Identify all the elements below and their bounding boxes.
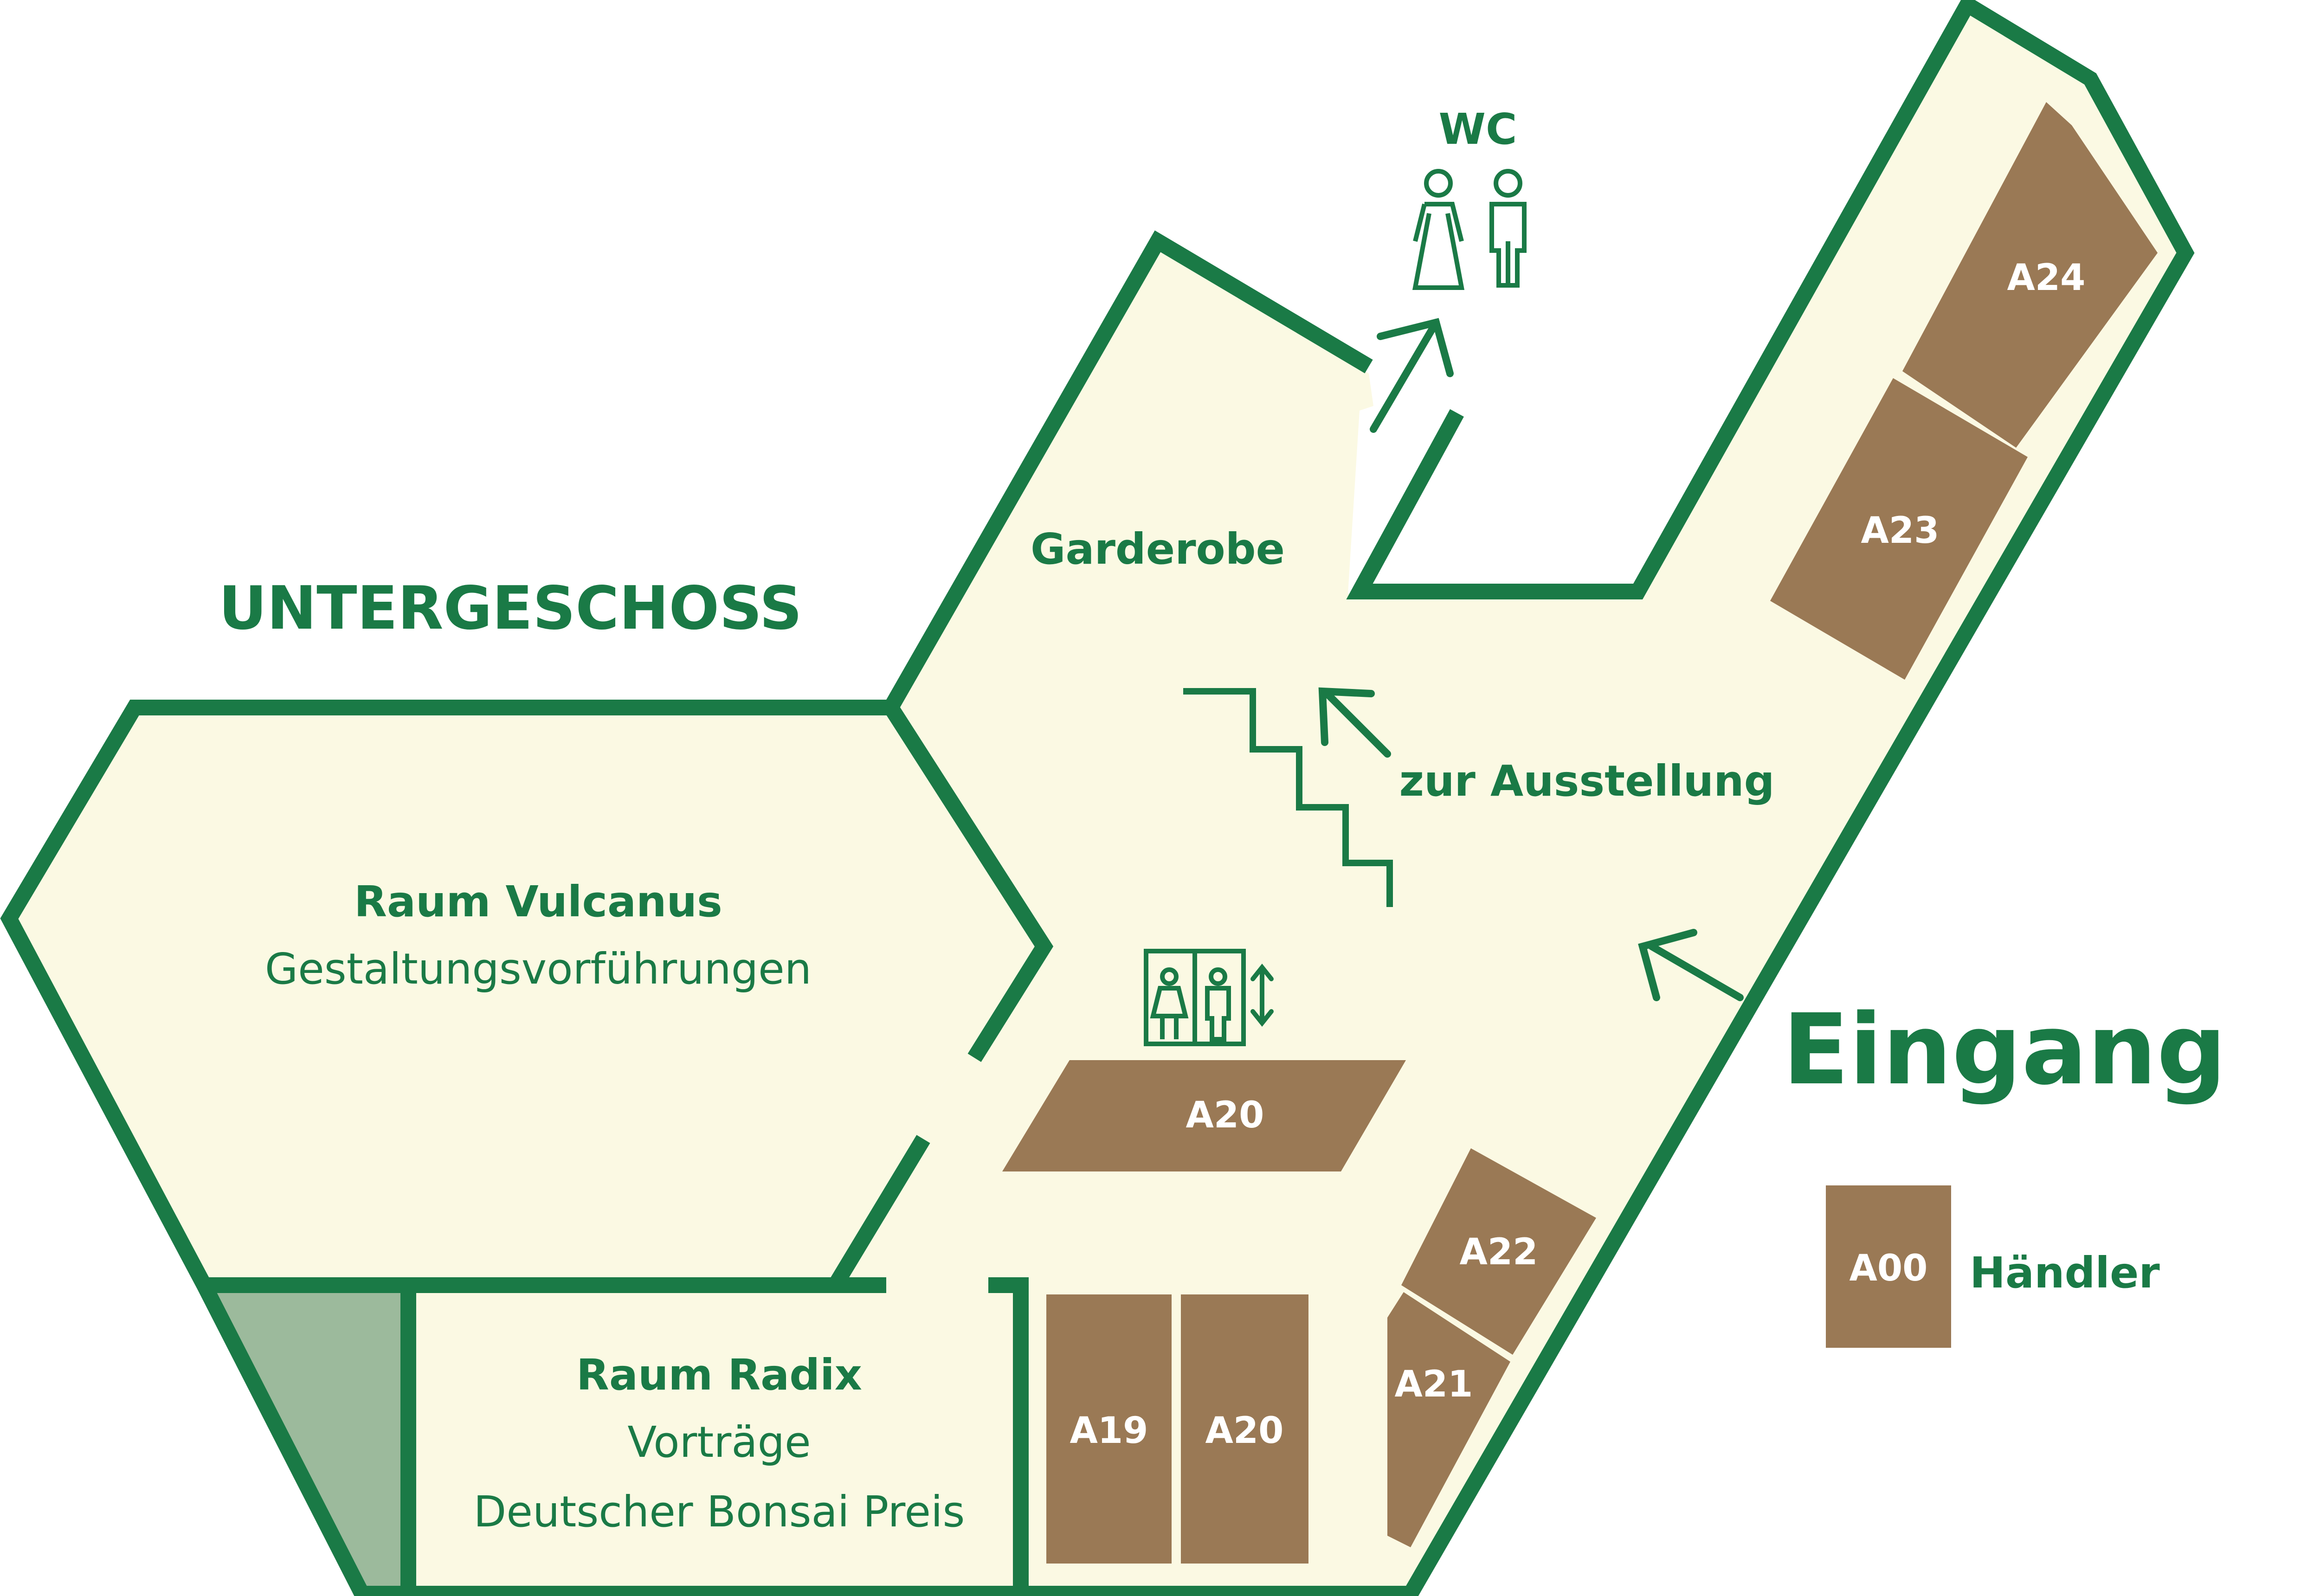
wall-radix-right [988,1277,1029,1594]
stall-a20-top[interactable] [1002,1060,1406,1171]
entrance-label: Eingang [1783,993,2227,1107]
stall-a21[interactable] [1387,1292,1510,1547]
room-radix-name: Raum Radix [576,1350,862,1400]
room-vulcanus-purpose: Gestaltungsvorführungen [265,944,812,994]
room-radix-purpose-1: Vorträge [627,1417,811,1467]
stall-label-a20-bottom: A20 [1205,1410,1284,1452]
room-vulcanus-name: Raum Vulcanus [354,877,722,927]
man-icon [1489,169,1527,288]
shaded-corner [204,1285,408,1594]
stall-a20-bottom[interactable] [1181,1294,1308,1564]
stall-a22[interactable] [1401,1148,1596,1355]
wall-left-room-vulcanus [0,0,2195,1596]
garderobe-label: Garderobe [1031,524,1285,574]
corridor-floor [835,5,2185,1594]
updown-arrow-icon [1250,963,1274,1027]
room-vulcanus-floor [9,708,1044,1285]
wall-vulcanus-lower [828,1135,930,1289]
stall-a19[interactable] [1046,1294,1172,1564]
legend-swatch [1826,1185,1951,1348]
stall-label-a21: A21 [1395,1364,1473,1405]
arrow-up-right-icon [1370,318,1454,433]
stairs-icon [1183,688,1393,907]
stall-label-a24: A24 [2007,257,2086,299]
wc-label: WC [1439,104,1517,154]
stall-a24[interactable] [1902,102,2158,448]
stall-a23[interactable] [1770,378,2028,680]
stall-label-a19: A19 [1070,1410,1148,1452]
room-radix-floor [408,1285,1030,1594]
room-radix-purpose-2: Deutscher Bonsai Preis [474,1487,965,1537]
stall-label-a23: A23 [1861,510,1940,552]
arrow-up-left-icon [1318,687,1391,758]
elevator-icon [1144,949,1246,1046]
legend-swatch-label: A00 [1850,1248,1928,1289]
woman-icon [1412,169,1465,290]
stall-label-a20-top: A20 [1186,1094,1264,1136]
entrance-arrow-icon [1638,929,1744,1001]
stall-label-a22: A22 [1460,1231,1538,1273]
legend-label: Händler [1970,1248,2160,1298]
wall-garderobe [882,230,1373,1062]
stairs-label: zur Ausstellung [1399,756,1775,806]
floor-title: UNTERGESCHOSS [219,574,802,643]
